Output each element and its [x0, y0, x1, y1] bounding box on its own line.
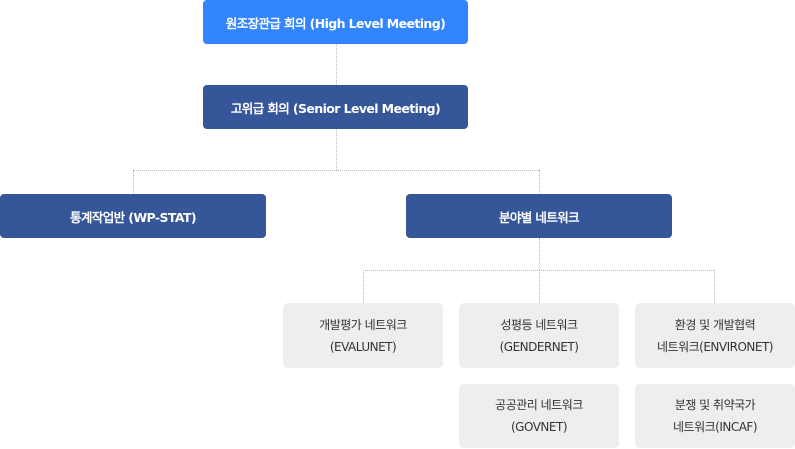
node-label-line1: 공공관리 네트워크	[495, 398, 583, 412]
connector-to-networks	[539, 170, 540, 194]
environet-node: 환경 및 개발협력 네트워크(ENVIRONET)	[635, 303, 795, 368]
connector-l1-l2	[336, 44, 337, 85]
incaf-node: 분쟁 및 취약국가 네트워크(INCAF)	[635, 384, 795, 448]
evalunet-node: 개발평가 네트워크 (EVALUNET)	[283, 303, 443, 368]
node-label-line2: (GOVNET)	[511, 420, 568, 434]
node-label-line1: 분쟁 및 취약국가	[674, 398, 756, 412]
node-label: 원조장관급 회의 (High Level Meeting)	[225, 15, 446, 31]
connector-to-gendernet	[539, 270, 540, 303]
node-label: 고위급 회의 (Senior Level Meeting)	[230, 100, 441, 116]
connector-networks-down	[539, 238, 540, 270]
wp-stat-node: 통계작업반 (WP-STAT)	[0, 194, 266, 238]
connector-l2-down	[336, 129, 337, 170]
govnet-node: 공공관리 네트워크 (GOVNET)	[459, 384, 619, 448]
senior-level-meeting-node: 고위급 회의 (Senior Level Meeting)	[203, 85, 468, 129]
node-label-line2: 네트워크(INCAF)	[672, 420, 758, 434]
node-label: 분야별 네트워크	[498, 209, 580, 225]
node-label: 통계작업반 (WP-STAT)	[70, 209, 197, 225]
node-label-line1: 개발평가 네트워크	[319, 317, 407, 332]
high-level-meeting-node: 원조장관급 회의 (High Level Meeting)	[203, 0, 468, 44]
node-label-line2: 네트워크(ENVIRONET)	[656, 339, 774, 354]
node-label-line2: (EVALUNET)	[329, 339, 397, 354]
connector-l4-horizontal	[363, 270, 714, 271]
node-label-line1: 성평등 네트워크	[500, 317, 578, 332]
connector-l3-horizontal	[133, 170, 539, 171]
connector-to-wpstat	[133, 170, 134, 194]
connector-to-environet	[714, 270, 715, 303]
gendernet-node: 성평등 네트워크 (GENDERNET)	[459, 303, 619, 368]
node-label-line2: (GENDERNET)	[499, 339, 579, 354]
sector-networks-node: 분야별 네트워크	[406, 194, 672, 238]
node-label-line1: 환경 및 개발협력	[674, 317, 756, 332]
connector-to-evalunet	[363, 270, 364, 303]
